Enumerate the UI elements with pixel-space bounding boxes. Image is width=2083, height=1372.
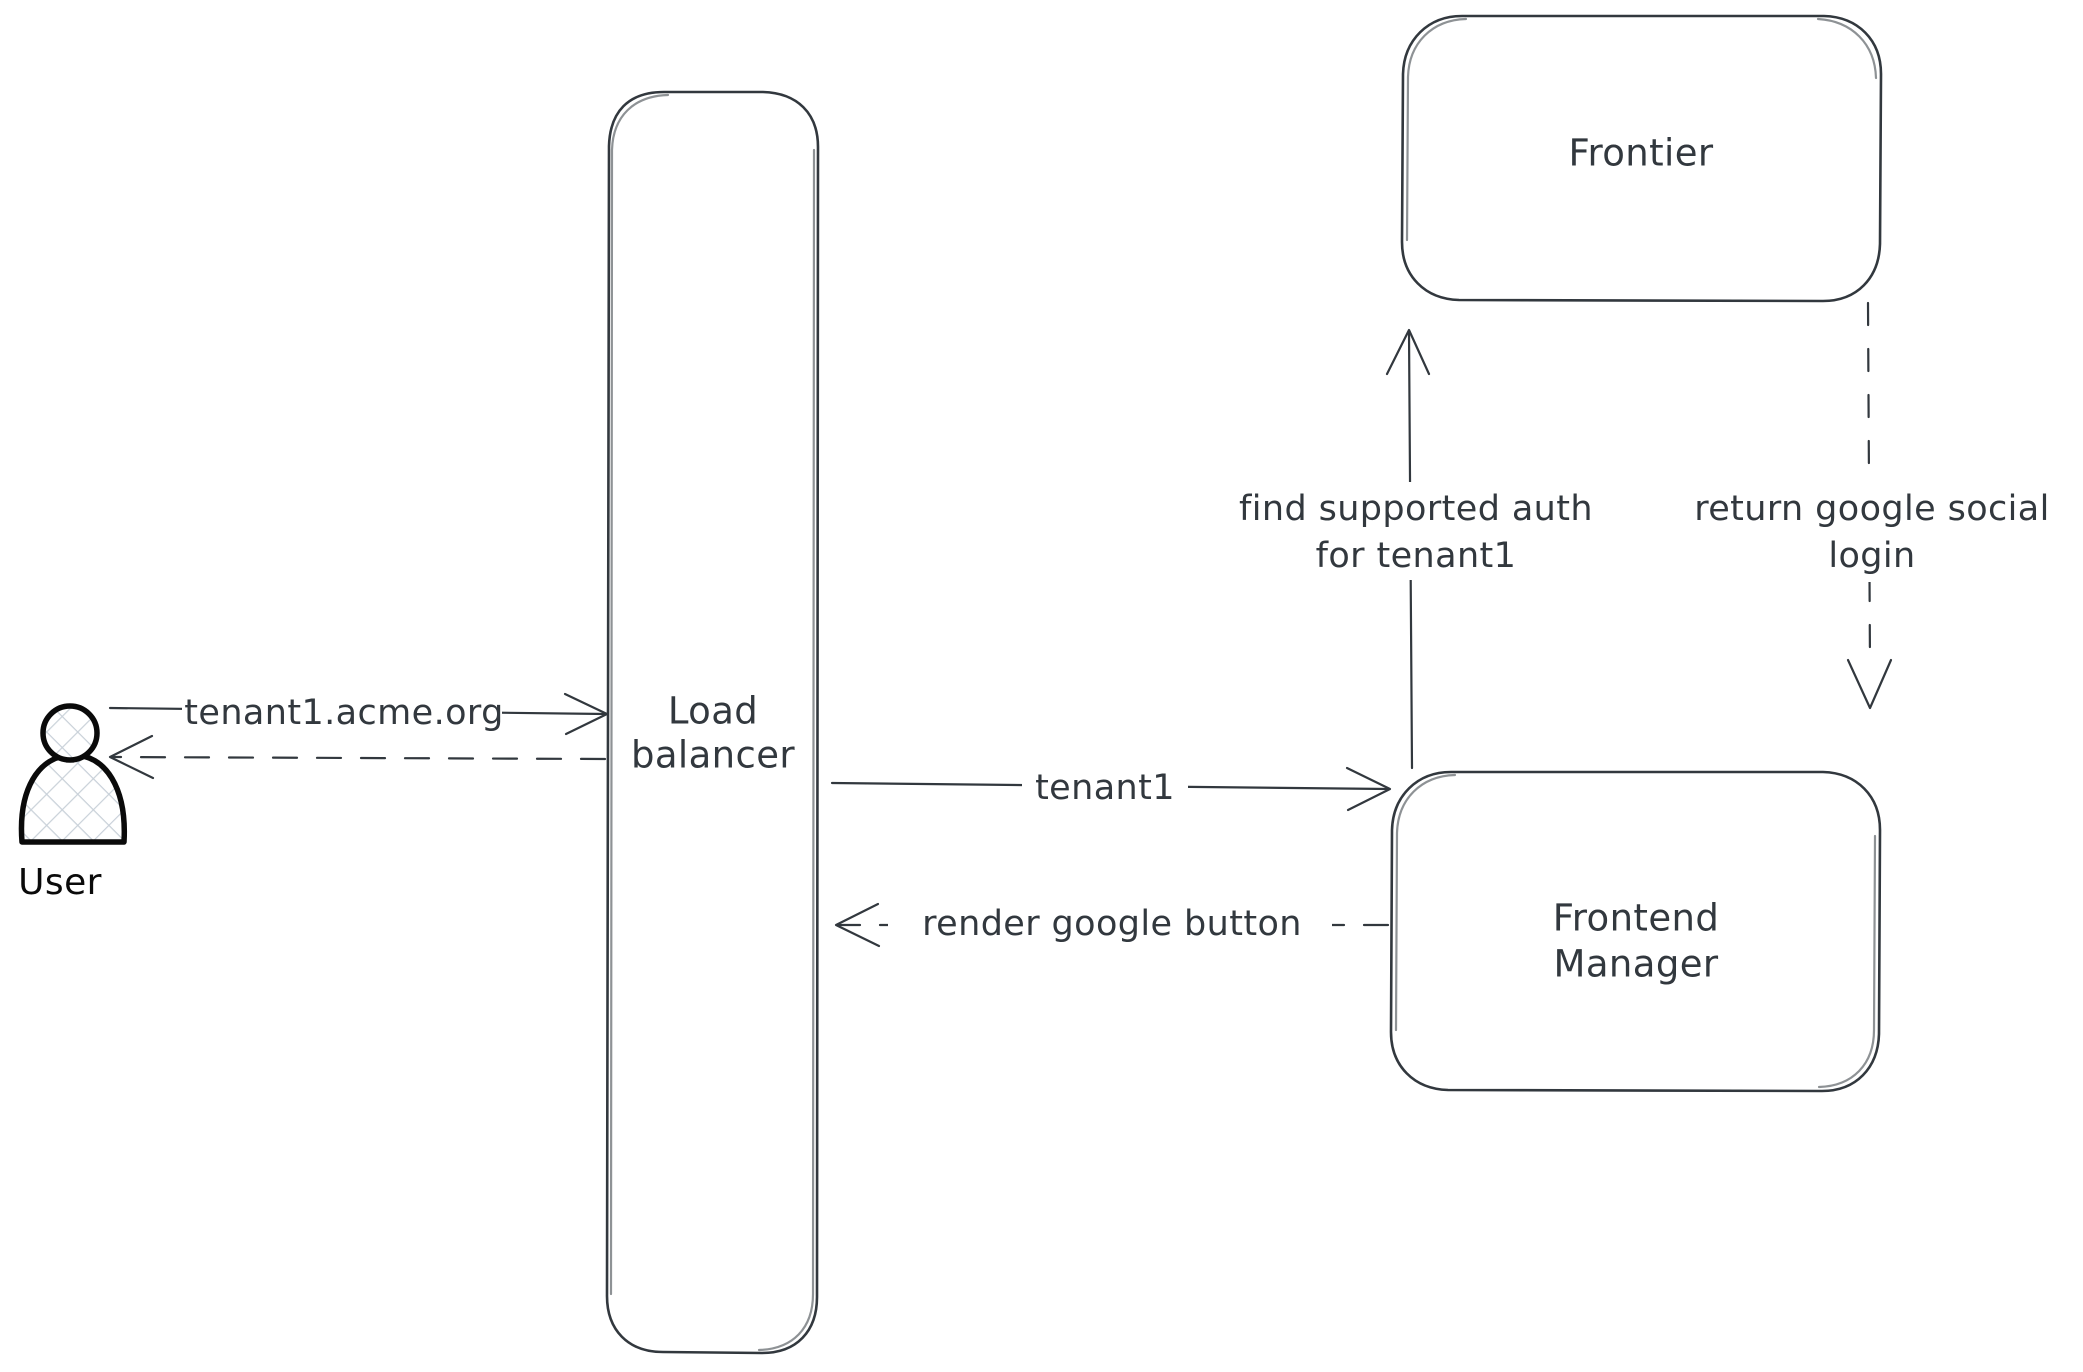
frontend-manager-shape xyxy=(1389,770,1882,1093)
frontend-manager-label-line1: Frontend xyxy=(1553,897,1719,940)
edge-user-to-lb-label: tenant1.acme.org xyxy=(184,693,503,733)
edge-user-to-lb-label-backdrop xyxy=(182,690,502,738)
frontend-manager-label-line2: Manager xyxy=(1554,943,1719,986)
edge-frontier-to-fm-line xyxy=(1866,301,1872,667)
edge-lb-to-fm-label-backdrop xyxy=(1022,765,1188,811)
edge-fm-to-frontier-label-line1: find supported auth xyxy=(1239,489,1593,529)
edge-lb-to-user-arrowhead xyxy=(108,734,155,780)
edge-frontend-manager-to-load-balancer[interactable]: render google button xyxy=(834,901,1390,949)
frontend-manager-shape-sketch-overlay-2 xyxy=(1817,834,1877,1089)
load-balancer-label-line1: Load xyxy=(668,690,758,733)
edge-fm-to-frontier-label-backdrop xyxy=(1208,482,1623,580)
frontier-label: Frontier xyxy=(1568,132,1713,175)
load-balancer-shape-sketch-overlay xyxy=(609,93,670,1296)
edge-user-to-load-balancer[interactable]: tenant1.acme.org xyxy=(108,690,609,738)
node-load-balancer[interactable]: Load balancer xyxy=(605,90,820,1355)
actor-user[interactable]: User xyxy=(18,703,128,903)
edge-frontier-to-fm-label-line2: login xyxy=(1828,536,1915,576)
edge-frontier-to-frontend-manager[interactable]: return google social login xyxy=(1664,301,2082,710)
edge-fm-to-lb-label: render google button xyxy=(922,904,1302,944)
edge-lb-to-fm-arrowhead xyxy=(1345,766,1392,812)
frontier-shape xyxy=(1400,14,1883,303)
edge-load-balancer-to-frontend-manager[interactable]: tenant1 xyxy=(830,765,1392,812)
load-balancer-label-line2: balancer xyxy=(631,734,795,777)
user-label: User xyxy=(18,862,102,903)
edge-lb-to-fm-label: tenant1 xyxy=(1035,768,1175,808)
edge-user-to-lb-arrowhead xyxy=(563,692,609,736)
load-balancer-shape-sketch-overlay-2 xyxy=(757,148,816,1352)
node-frontend-manager[interactable]: Frontend Manager xyxy=(1389,770,1882,1093)
edge-load-balancer-to-user[interactable] xyxy=(108,734,607,780)
frontier-shape-sketch-overlay xyxy=(1405,17,1468,242)
edge-fm-to-lb-arrowhead xyxy=(834,902,881,948)
edge-fm-to-frontier-arrowhead xyxy=(1385,328,1431,376)
frontier-shape-sketch-overlay-2 xyxy=(1816,17,1878,80)
edge-lb-to-user-line xyxy=(110,755,607,761)
edge-frontend-manager-to-frontier[interactable]: find supported auth for tenant1 xyxy=(1208,328,1623,770)
edge-frontier-to-fm-label-backdrop xyxy=(1664,484,2082,582)
edge-fm-to-frontier-label-line2: for tenant1 xyxy=(1316,536,1517,576)
node-frontier[interactable]: Frontier xyxy=(1400,14,1883,303)
frontend-manager-shape-sketch-overlay xyxy=(1394,773,1457,1032)
edge-frontier-to-fm-arrowhead xyxy=(1846,658,1893,710)
load-balancer-shape xyxy=(605,90,820,1355)
edge-fm-to-lb-label-backdrop xyxy=(888,901,1332,949)
edge-frontier-to-fm-label-line1: return google social xyxy=(1694,489,2050,529)
user-head-icon xyxy=(40,703,100,763)
user-body-icon xyxy=(18,752,128,845)
